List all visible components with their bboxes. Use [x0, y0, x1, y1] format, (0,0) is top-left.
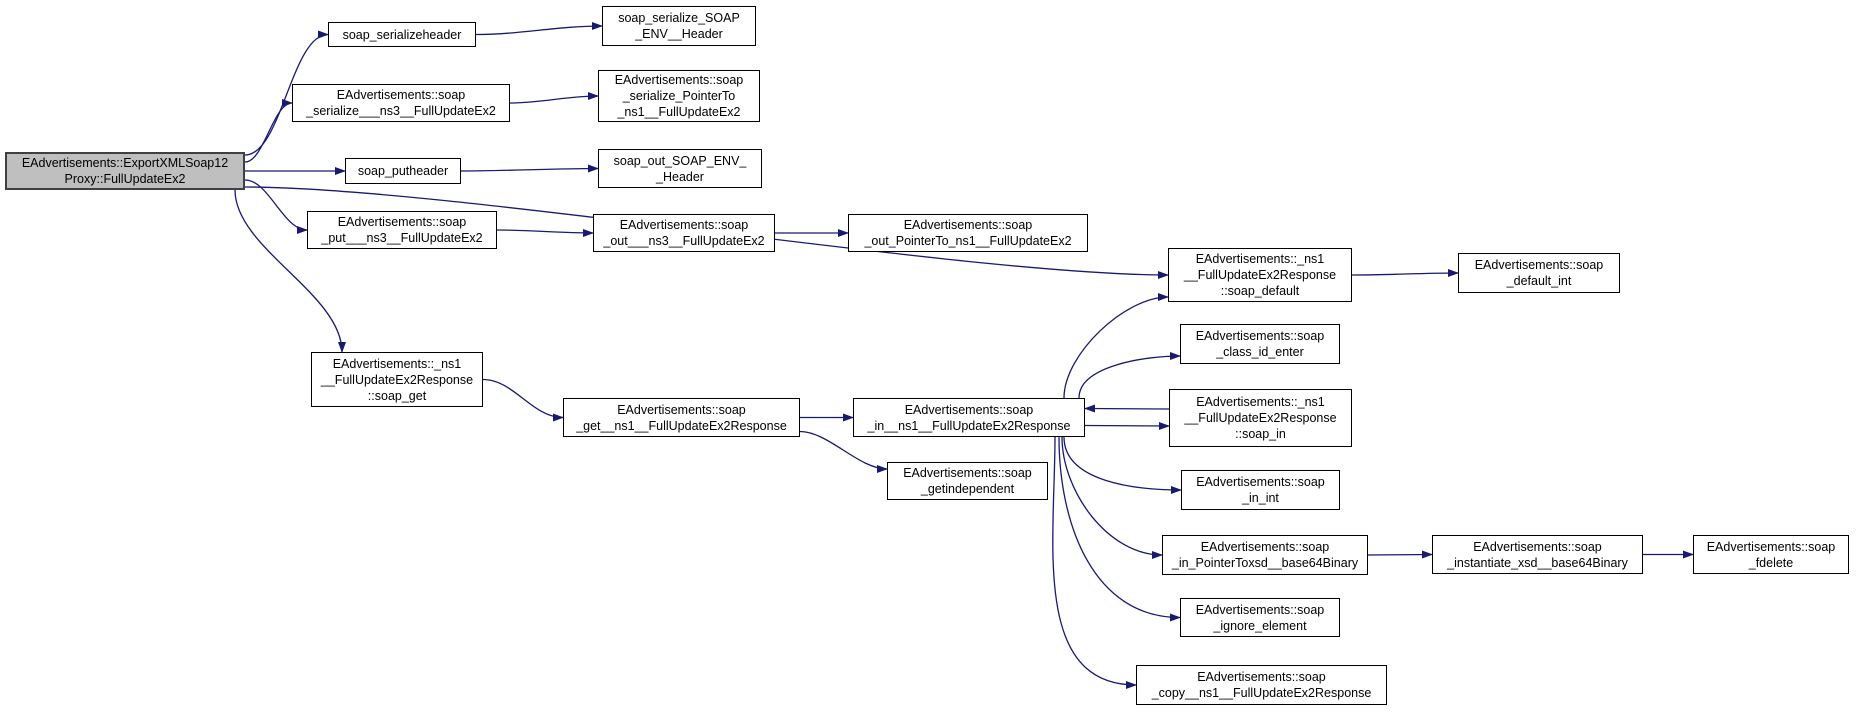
node-soap-serializeheader[interactable]: soap_serializeheader: [328, 22, 476, 47]
node-soap-serialize-pointerto-ns1[interactable]: EAdvertisements::soap _serialize_Pointer…: [598, 70, 760, 122]
node-soap-out-soap-env-header[interactable]: soap_out_SOAP_ENV_ _Header: [598, 149, 762, 188]
edge-resp_get-get_ns1: [482, 378, 564, 422]
node-soap-class-id-enter[interactable]: EAdvertisements::soap _class_id_enter: [1180, 324, 1340, 364]
node-soap-getindependent[interactable]: EAdvertisements::soap _getindependent: [887, 462, 1048, 500]
node-soap-put-ns3-fullupdateex2[interactable]: EAdvertisements::soap _put___ns3__FullUp…: [307, 211, 497, 249]
edge-in_ns1-in_ptr_b64: [1061, 436, 1163, 559]
edge-resp_default-default_int: [1351, 269, 1459, 278]
node-soap-putheader[interactable]: soap_putheader: [345, 158, 461, 184]
edge-get_ns1-getindependent: [799, 430, 888, 473]
edge-in_ns1-ignore_element: [1058, 436, 1181, 622]
node-soap-fdelete[interactable]: EAdvertisements::soap _fdelete: [1693, 535, 1849, 574]
node-soap-out-pointerto-ns1[interactable]: EAdvertisements::soap _out_PointerTo_ns1…: [848, 214, 1088, 252]
node-fullupdateex2response-soap-in[interactable]: EAdvertisements::_ns1 __FullUpdateEx2Res…: [1169, 389, 1352, 447]
edge-serialize_ns3-serialize_ptr_ns1: [509, 92, 599, 104]
edge-putheader-out_soap_env: [460, 164, 599, 173]
edge-root-put_ns3: [244, 179, 308, 234]
node-soap-serialize-soap-env-header[interactable]: soap_serialize_SOAP _ENV__Header: [602, 6, 756, 46]
edge-root-serialize_ns3: [244, 99, 293, 163]
edge-serializeheader-serialize_soap_env: [475, 22, 603, 36]
node-soap-in-ns1-fullupdateex2response[interactable]: EAdvertisements::soap _in__ns1__FullUpda…: [853, 398, 1085, 437]
edge-in_ptr_b64-instantiate_b64: [1367, 550, 1433, 559]
node-exportxmlsoap12proxy-fullupdateex2: EAdvertisements::ExportXMLSoap12 Proxy::…: [5, 152, 245, 190]
edge-root-resp_get: [234, 189, 346, 353]
node-soap-in-pointertoxsd-base64binary[interactable]: EAdvertisements::soap _in_PointerToxsd__…: [1162, 535, 1368, 575]
edge-in_ns1-class_id_enter: [1078, 352, 1181, 399]
node-soap-default-int[interactable]: EAdvertisements::soap _default_int: [1458, 253, 1620, 293]
edge-put_ns3-out_ns3: [496, 228, 594, 237]
node-soap-ignore-element[interactable]: EAdvertisements::soap _ignore_element: [1180, 598, 1340, 637]
node-fullupdateex2response-soap-default[interactable]: EAdvertisements::_ns1 __FullUpdateEx2Res…: [1168, 248, 1352, 302]
node-soap-out-ns3-fullupdateex2[interactable]: EAdvertisements::soap _out___ns3__FullUp…: [593, 214, 775, 252]
node-fullupdateex2response-soap-get[interactable]: EAdvertisements::_ns1 __FullUpdateEx2Res…: [311, 352, 483, 407]
node-soap-get-ns1-fullupdateex2response[interactable]: EAdvertisements::soap _get__ns1__FullUpd…: [563, 398, 800, 437]
node-soap-copy-ns1-fullupdateex2response[interactable]: EAdvertisements::soap _copy__ns1__FullUp…: [1136, 665, 1387, 705]
edge-root-serializeheader: [244, 30, 329, 156]
node-soap-serialize-ns3-fullupdateex2[interactable]: EAdvertisements::soap _serialize___ns3__…: [292, 84, 510, 122]
node-soap-in-int[interactable]: EAdvertisements::soap _in_int: [1181, 470, 1340, 510]
edge-resp_soap_in-in_ns1: [1084, 404, 1170, 413]
edge-in_ns1-copy_ns1: [1052, 436, 1137, 689]
node-soap-instantiate-xsd-base64binary[interactable]: EAdvertisements::soap _instantiate_xsd__…: [1432, 535, 1643, 574]
edge-in_ns1-resp_soap_in: [1084, 421, 1170, 430]
edge-in_ns1-in_int: [1063, 436, 1182, 494]
edge-in_ns1-resp_default: [1063, 293, 1169, 399]
